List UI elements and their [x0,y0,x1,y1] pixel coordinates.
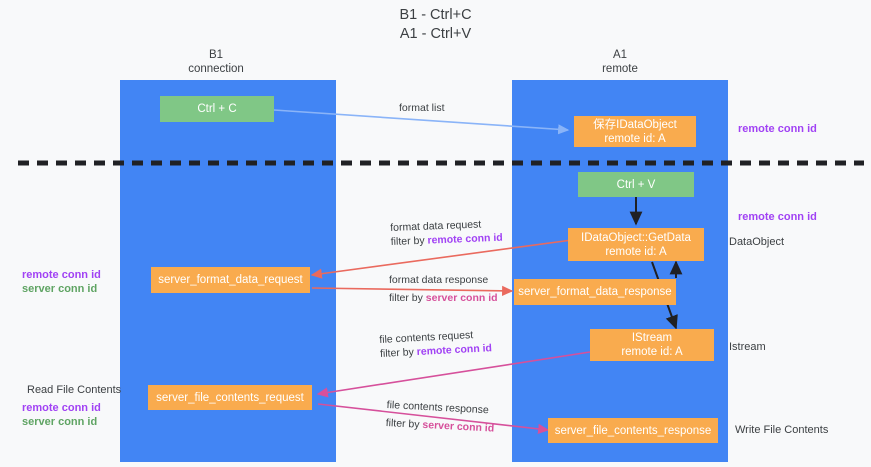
note-conn-ids-file: remote conn id server conn id [22,402,101,429]
column-header-b1-role: connection [188,63,244,75]
edge-label-format-list: format list [399,102,445,116]
edge-label-format-data-request: format data request filter by remote con… [390,218,503,249]
edge-label-file-contents-request: file contents request filter by remote c… [379,328,492,361]
note-remote-conn-id-left-1: remote conn id [22,269,101,281]
key-remote-conn-id-1: remote conn id [427,231,503,247]
note-remote-conn-id-left-2: remote conn id [22,402,101,414]
box-server-format-data-request-label: server_format_data_request [158,274,303,286]
diagram-title: B1 - Ctrl+C A1 - Ctrl+V [0,6,871,44]
note-remote-conn-id-top-text: remote conn id [738,123,817,135]
note-read-file-contents: Read File Contents [27,384,121,398]
column-header-a1-name: A1 [612,49,628,61]
box-server-format-data-response-label: server_format_data_response [518,286,672,298]
note-istream-text: Istream [729,341,766,353]
box-ctrl-v[interactable]: Ctrl + V [578,172,694,197]
filter-by-prefix-1: filter by [390,234,428,248]
box-server-format-data-request[interactable]: server_format_data_request [151,267,310,293]
box-istream-title: IStream [631,332,673,344]
box-server-file-contents-response[interactable]: server_file_contents_response [548,418,718,443]
box-server-file-contents-request-label: server_file_contents_request [156,391,304,404]
key-server-conn-id-2: server conn id [422,418,495,435]
column-header-b1-name: B1 [208,49,224,61]
box-server-file-contents-request[interactable]: server_file_contents_request [148,385,312,410]
note-server-conn-id-left-1: server conn id [22,282,98,295]
box-server-file-contents-response-label: server_file_contents_response [554,424,712,437]
box-ctrl-c[interactable]: Ctrl + C [160,96,274,122]
title-line-1: B1 - Ctrl+C [399,7,472,23]
box-server-format-data-response[interactable]: server_format_data_response [514,279,676,305]
note-conn-ids-format: remote conn id server conn id [22,269,101,296]
edge-label-file-contents-response: file contents response filter by server … [385,399,495,436]
edge-label-format-data-response-line2: filter by server conn id [389,292,498,306]
key-remote-conn-id-2: remote conn id [416,341,493,358]
column-header-a1: A1 remote [520,48,720,76]
note-write-file-contents-text: Write File Contents [735,424,829,436]
note-read-file-contents-text: Read File Contents [27,384,122,396]
edge-label-format-data-request-line2: filter by remote conn id [391,231,503,249]
box-save-idataobject-title: 保存IDataObject [593,118,677,131]
filter-by-prefix-4: filter by [385,416,423,431]
note-dataobject-text: DataObject [729,236,785,248]
note-remote-conn-id-mid-text: remote conn id [738,211,817,223]
note-istream: Istream [729,341,766,355]
box-istream[interactable]: IStream remote id: A [590,329,714,361]
edge-label-file-contents-response-line2: filter by server conn id [385,416,494,435]
box-save-idataobject[interactable]: 保存IDataObject remote id: A [574,116,696,147]
edge-label-format-list-text: format list [399,102,445,114]
box-idataobject-getdata[interactable]: IDataObject::GetData remote id: A [568,228,704,261]
box-getdata-title: IDataObject::GetData [581,231,691,244]
filter-by-prefix-3: filter by [379,345,418,360]
box-istream-id: remote id: A [621,346,683,358]
column-header-a1-role: remote [602,63,638,75]
edge-label-file-contents-response-line1: file contents response [386,399,490,417]
note-dataobject: DataObject [729,236,784,250]
edge-label-format-data-response-line1: format data response [389,274,489,286]
note-remote-conn-id-top: remote conn id [738,123,817,137]
box-getdata-id: remote id: A [605,245,667,258]
key-server-conn-id-1: server conn id [425,291,498,304]
box-save-idataobject-id: remote id: A [604,132,666,145]
column-header-b1: B1 connection [116,48,316,76]
edge-label-format-data-response: format data response filter by server co… [389,274,498,305]
note-write-file-contents: Write File Contents [735,424,828,438]
box-ctrl-v-label: Ctrl + V [616,178,656,191]
filter-by-prefix-2: filter by [389,291,426,304]
note-server-conn-id-left-2: server conn id [22,415,98,428]
title-line-2: A1 - Ctrl+V [399,26,472,42]
box-ctrl-c-label: Ctrl + C [197,103,237,115]
note-remote-conn-id-mid: remote conn id [738,211,817,225]
